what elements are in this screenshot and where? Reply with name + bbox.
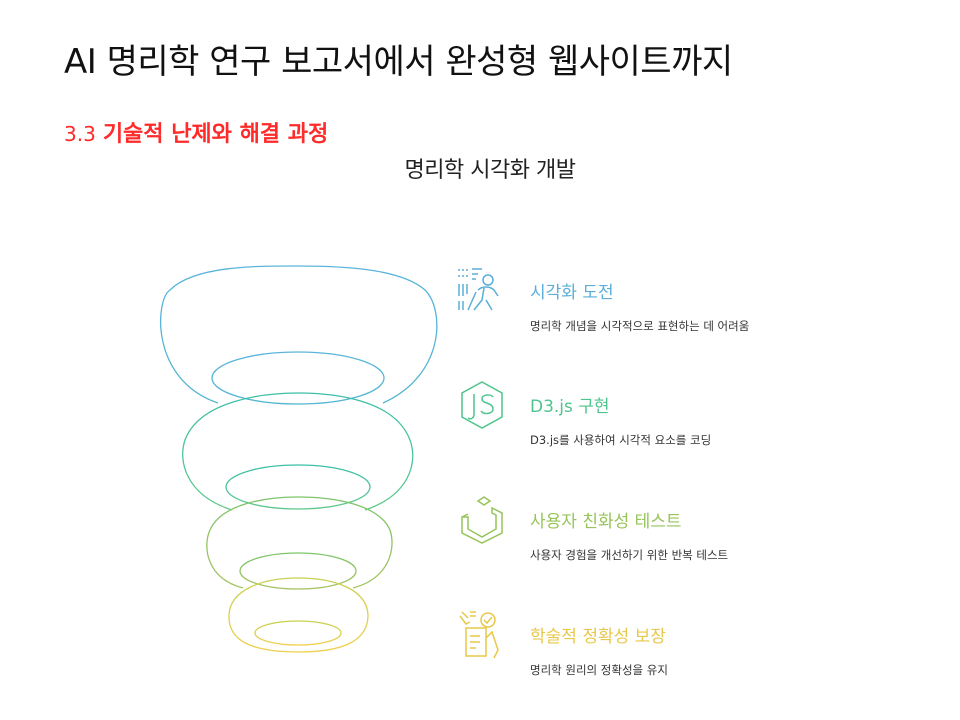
slide-title: AI 명리학 연구 보고서에서 완성형 웹사이트까지 (64, 42, 733, 82)
stage-item-2: D3.js 구현 D3.js를 사용하여 시각적 요소를 코딩 (456, 380, 876, 450)
stage-label: 사용자 친화성 테스트 (530, 512, 682, 532)
stage-label: 시각화 도전 (530, 283, 614, 303)
stage-item-3: 사용자 친화성 테스트 사용자 경험을 개선하기 위한 반복 테스트 (456, 495, 876, 565)
accessibility-person-icon (458, 268, 499, 311)
funnel-stage-1 (159, 265, 438, 405)
stage-description: 명리학 개념을 시각적으로 표현하는 데 어려움 (530, 319, 750, 333)
stage-item-1: 시각화 도전 명리학 개념을 시각적으로 표현하는 데 어려움 (456, 266, 876, 336)
stage-label: 학술적 정확성 보장 (530, 627, 666, 647)
document-check-icon (459, 611, 499, 659)
stage-description: 명리학 원리의 정확성을 유지 (530, 663, 668, 677)
stage-description: D3.js를 사용하여 시각적 요소를 코딩 (530, 433, 712, 447)
funnel-stage-3 (206, 496, 393, 590)
funnel-stage-2 (182, 392, 414, 511)
section-number: 3.3 (64, 122, 96, 146)
cube-blocks-icon (461, 496, 503, 544)
stage-item-4: 학술적 정확성 보장 명리학 원리의 정확성을 유지 (456, 610, 876, 680)
js-hexagon-icon (461, 381, 503, 429)
diagram-title: 명리학 시각화 개발 (404, 158, 576, 183)
section-heading: 3.3 기술적 난제와 해결 과정 (64, 116, 328, 148)
stage-label: D3.js 구현 (530, 397, 610, 417)
stage-description: 사용자 경험을 개선하기 위한 반복 테스트 (530, 548, 729, 562)
section-title: 기술적 난제와 해결 과정 (102, 122, 329, 147)
funnel-stage-4 (228, 577, 369, 653)
